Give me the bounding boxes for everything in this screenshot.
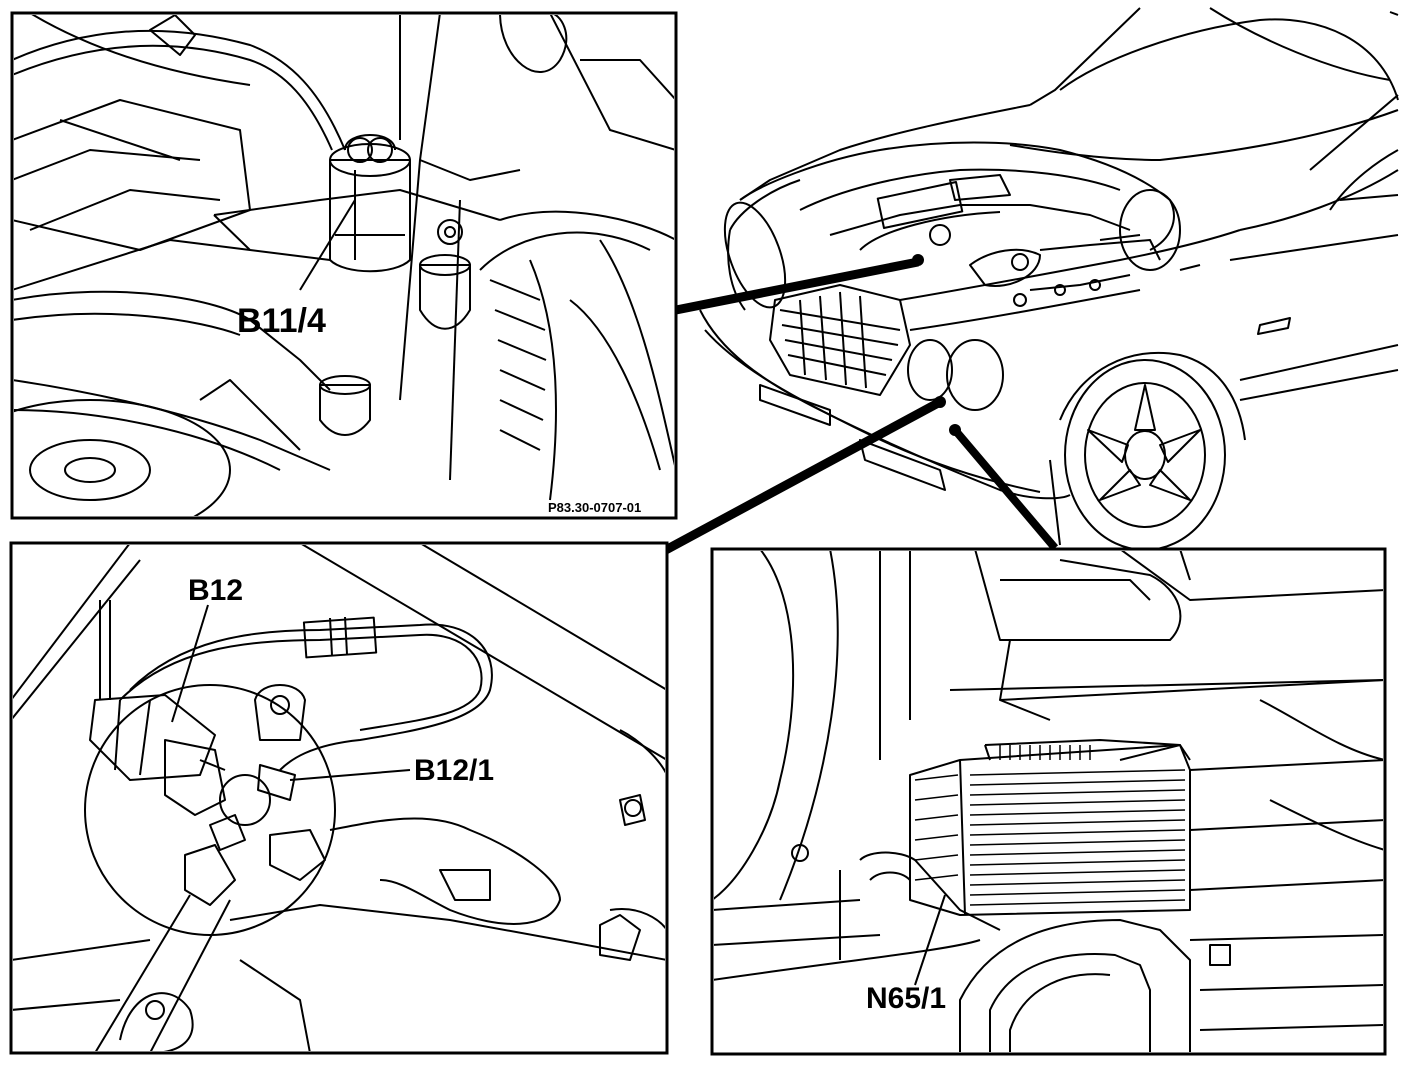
label-b12: B12 — [188, 574, 243, 607]
panel-n65-1: N65/1 — [710, 547, 1387, 1056]
figure-code: P83.30-0707-01 — [548, 500, 641, 515]
panel-b11-4: B11/4 P83.30-0707-01 — [10, 11, 678, 520]
car-overview — [699, 7, 1399, 551]
connector-b11-4 — [675, 257, 919, 315]
callout-connectors — [659, 254, 1059, 556]
label-b11-4: B11/4 — [237, 302, 326, 340]
label-n65-1: N65/1 — [866, 982, 946, 1015]
panel-b12: B12 B12/1 — [9, 541, 669, 1055]
connector-n65-1 — [951, 427, 1059, 551]
connector-b12 — [659, 398, 943, 556]
label-b12-1: B12/1 — [414, 754, 494, 787]
